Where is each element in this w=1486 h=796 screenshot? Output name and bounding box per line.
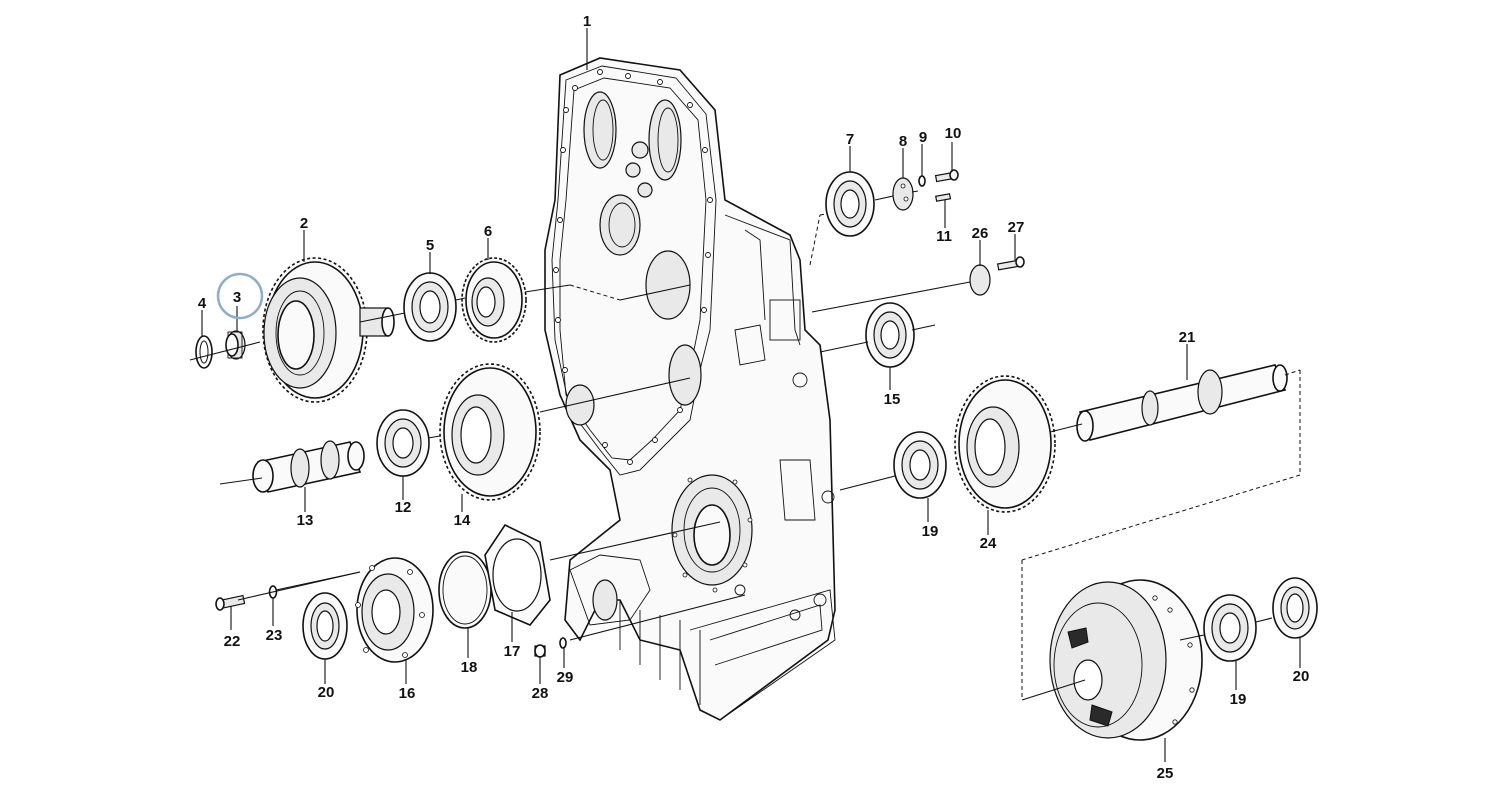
seal-20-right xyxy=(1272,577,1318,639)
label-24[interactable]: 24 xyxy=(980,535,997,552)
bearing-19-upper xyxy=(893,431,947,499)
label-8[interactable]: 8 xyxy=(899,133,907,150)
pin-11 xyxy=(935,193,952,202)
gear-14 xyxy=(439,363,541,501)
bearing-5 xyxy=(403,272,457,342)
seal-20-left xyxy=(302,592,348,660)
plate-8 xyxy=(892,177,914,211)
assembly-lines xyxy=(189,190,1301,701)
gearbox-housing xyxy=(544,57,836,721)
washer-29 xyxy=(559,637,567,649)
label-16[interactable]: 16 xyxy=(399,685,416,702)
screw-10 xyxy=(934,169,959,183)
bearing-12 xyxy=(376,409,430,477)
label-18[interactable]: 18 xyxy=(461,659,478,676)
label-28[interactable]: 28 xyxy=(532,685,549,702)
label-19-lower[interactable]: 19 xyxy=(1230,691,1247,708)
selected-callout-ring xyxy=(216,272,264,320)
gasket-17 xyxy=(484,523,551,626)
shaft-21 xyxy=(1076,364,1288,442)
label-9[interactable]: 9 xyxy=(919,129,927,146)
housing-25 xyxy=(1049,579,1203,741)
bearing-19-lower xyxy=(1203,594,1257,662)
label-23[interactable]: 23 xyxy=(266,627,283,644)
plate-26 xyxy=(969,264,991,296)
label-12[interactable]: 12 xyxy=(395,499,412,516)
label-14[interactable]: 14 xyxy=(454,512,471,529)
gear-24 xyxy=(954,375,1056,513)
label-25[interactable]: 25 xyxy=(1157,765,1174,782)
washer-9 xyxy=(918,175,926,187)
label-11[interactable]: 11 xyxy=(936,228,952,245)
bearing-15 xyxy=(865,302,915,368)
label-29[interactable]: 29 xyxy=(557,669,574,686)
label-2[interactable]: 2 xyxy=(300,215,308,232)
label-15[interactable]: 15 xyxy=(884,391,901,408)
label-20-left[interactable]: 20 xyxy=(318,684,335,701)
label-7[interactable]: 7 xyxy=(846,131,854,148)
label-21[interactable]: 21 xyxy=(1179,329,1196,346)
bolt-22 xyxy=(215,594,246,611)
gear-2 xyxy=(262,257,368,403)
label-10[interactable]: 10 xyxy=(945,125,962,142)
label-6[interactable]: 6 xyxy=(484,223,492,240)
label-22[interactable]: 22 xyxy=(224,633,241,650)
label-13[interactable]: 13 xyxy=(297,512,314,529)
bearing-3 xyxy=(225,330,246,360)
label-27[interactable]: 27 xyxy=(1008,219,1025,236)
screw-27 xyxy=(996,256,1025,271)
label-1[interactable]: 1 xyxy=(583,13,591,30)
shaft-13 xyxy=(252,440,365,493)
splined-stub xyxy=(359,307,395,337)
label-19-upper[interactable]: 19 xyxy=(922,523,939,540)
label-26[interactable]: 26 xyxy=(972,225,989,242)
plug-28 xyxy=(534,644,546,658)
label-3[interactable]: 3 xyxy=(233,289,241,306)
gear-6 xyxy=(461,257,527,343)
label-5[interactable]: 5 xyxy=(426,237,434,254)
o-ring-18 xyxy=(438,551,492,629)
label-4[interactable]: 4 xyxy=(198,295,207,312)
cover-16 xyxy=(355,557,434,663)
part-labels: 1 2 3 4 5 6 7 8 9 10 11 12 13 14 15 16 1… xyxy=(198,13,1310,782)
snap-ring-4 xyxy=(195,335,213,369)
label-17[interactable]: 17 xyxy=(504,643,521,660)
label-20-right[interactable]: 20 xyxy=(1293,668,1310,685)
bearing-7 xyxy=(825,171,875,237)
